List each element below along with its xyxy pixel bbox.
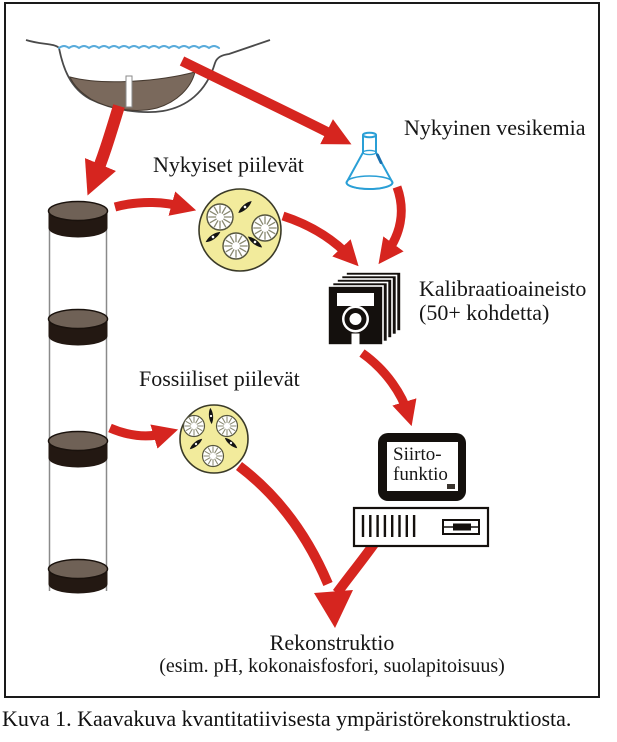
reconstruction-arrowhead xyxy=(314,590,353,628)
label-nykyiset-pilevat: Nykyiset piilevät xyxy=(153,152,304,177)
floppy-label xyxy=(337,293,374,306)
centric-diatom-icon xyxy=(215,414,239,438)
transfer-function-label-line1: Siirto- xyxy=(393,444,442,465)
centric-diatom-icon xyxy=(251,214,279,242)
flow-arrows xyxy=(84,56,417,628)
sediment-core-icon xyxy=(47,200,109,594)
core-sediment-disc xyxy=(47,308,109,346)
arrow-core-to-fossil-diatoms xyxy=(108,423,179,449)
floppy-disk-stack-icon xyxy=(327,271,402,346)
label-nykyinen-vesikemia: Nykyinen vesikemia xyxy=(404,115,586,140)
arrow-lake-to-core xyxy=(84,104,125,196)
core-sampler-tube-icon xyxy=(125,75,133,108)
core-sediment-disc xyxy=(47,558,109,594)
centric-diatom-icon xyxy=(201,444,225,468)
erlenmeyer-flask-icon xyxy=(345,131,394,190)
diagram-canvas: Siirto- funktio Nykyinen vesikemia Nykyi… xyxy=(25,39,586,677)
monitor-screen xyxy=(387,442,458,491)
floppy-slot xyxy=(351,333,360,345)
arrow-modern-diatoms-to-calibration xyxy=(281,211,359,267)
centric-diatom-icon xyxy=(182,414,206,438)
centric-diatom-icon xyxy=(222,232,250,260)
label-rekonstruktio-line2: (esim. pH, kokonaisfosfori, suolapitoisu… xyxy=(159,655,505,677)
label-kalibraatioaineisto-line2: (50+ kohdetta) xyxy=(419,300,549,325)
label-rekonstruktio-line1: Rekonstruktio xyxy=(270,630,395,655)
monitor-power-button xyxy=(447,484,455,489)
water-surface-icon xyxy=(58,45,220,50)
transfer-function-label-line2: funktio xyxy=(393,464,448,485)
arrow-lake-to-flask xyxy=(179,56,352,145)
figure-border: Siirto- funktio Nykyinen vesikemia Nykyi… xyxy=(4,2,600,698)
label-kalibraatioaineisto-line1: Kalibraatioaineisto xyxy=(419,276,586,301)
flask-graduation-mark xyxy=(376,153,383,164)
arrow-flask-to-calibration xyxy=(378,185,406,265)
arrow-core-to-modern-diatoms xyxy=(113,191,197,216)
arrow-fossil-diatoms-to-reconstruction xyxy=(235,462,333,586)
label-fossiiliset-pilevat: Fossiiliset piilevät xyxy=(139,366,300,391)
core-sediment-disc xyxy=(47,430,109,468)
lake-cross-section-icon xyxy=(25,39,271,113)
arrow-computer-to-reconstruction xyxy=(332,541,379,596)
centric-diatom-icon xyxy=(206,203,234,231)
fossil-diatoms-dish-icon xyxy=(179,404,249,474)
case-vents xyxy=(361,515,416,537)
core-sediment-disc xyxy=(47,200,109,238)
modern-diatoms-dish-icon xyxy=(198,188,282,272)
computer-icon: Siirto- funktio xyxy=(352,433,490,548)
figure-caption: Kuva 1. Kaavakuva kvantitatiivisesta ymp… xyxy=(2,706,572,731)
arrow-calibration-to-computer xyxy=(359,349,417,427)
